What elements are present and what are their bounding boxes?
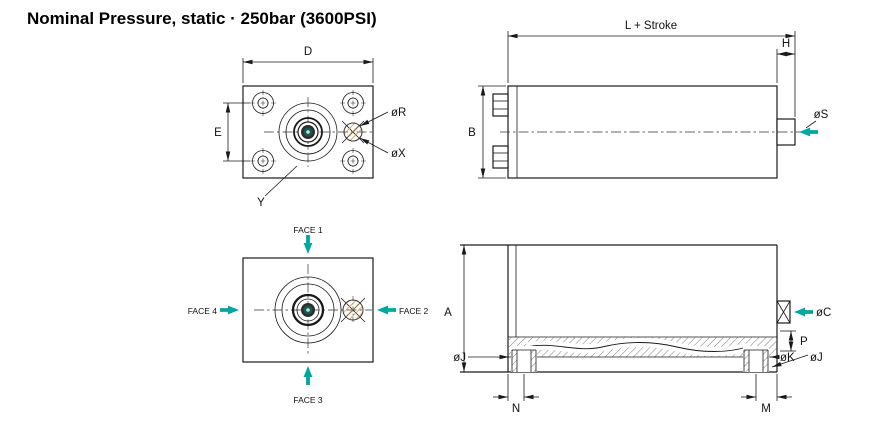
bolt-hole xyxy=(340,148,366,174)
dim-label-or: øR xyxy=(391,107,406,119)
dimension-l-stroke: L + Stroke xyxy=(507,20,796,117)
dim-label-p: P xyxy=(800,336,808,348)
bottom-port-left xyxy=(511,346,537,372)
face-3-callout: FACE 3 xyxy=(293,366,323,405)
dimension-h: H xyxy=(776,38,795,83)
leader-oj-right: øJ xyxy=(771,352,823,368)
leader-ok: øK xyxy=(770,352,795,364)
dim-label-m: M xyxy=(761,403,771,415)
dim-label-d: D xyxy=(304,46,312,58)
face-orientation-view: FACE 1 FACE 2 FACE 3 FACE 4 xyxy=(188,225,429,405)
face-3-arrow xyxy=(303,366,313,385)
side-port-oc xyxy=(776,300,791,324)
dim-label-ok: øK xyxy=(780,352,795,364)
face-4-label: FACE 4 xyxy=(188,306,218,316)
side-view-top: L + Stroke H B øS xyxy=(468,20,829,179)
face-3-label: FACE 3 xyxy=(293,395,323,405)
dim-label-os: øS xyxy=(814,109,829,121)
piston-bore xyxy=(278,102,338,162)
face-1-label: FACE 1 xyxy=(293,225,323,235)
dim-label-ox: øX xyxy=(391,148,406,160)
leader-ox: øX xyxy=(359,137,406,160)
dim-label-oj-right: øJ xyxy=(810,352,823,364)
leader-oj-left: øJ xyxy=(453,352,509,364)
dim-label-b: B xyxy=(468,127,476,139)
face-1-arrow xyxy=(303,235,313,254)
bottom-port-right xyxy=(743,346,769,372)
section-view: A øC P øJ øK xyxy=(444,244,831,415)
dim-label-h: H xyxy=(782,38,790,50)
dimension-n: N xyxy=(493,374,539,415)
rod-arrow xyxy=(799,127,818,137)
port-bushing xyxy=(340,296,366,324)
dim-label-oj-left: øJ xyxy=(453,352,466,364)
dim-label-l-stroke: L + Stroke xyxy=(625,20,677,32)
dim-label-e: E xyxy=(214,127,222,139)
piston-bore xyxy=(274,276,342,344)
bolt-hole xyxy=(250,90,276,116)
port-arrow xyxy=(794,307,813,317)
mounting-stud xyxy=(492,145,509,169)
bolt-hole xyxy=(250,148,276,174)
face-4-arrow xyxy=(220,305,239,315)
dimension-b: B xyxy=(468,85,506,179)
face-1-callout: FACE 1 xyxy=(293,225,323,254)
face-2-callout: FACE 2 xyxy=(377,305,429,316)
face-4-callout: FACE 4 xyxy=(188,305,239,316)
leader-or: øR xyxy=(359,107,406,127)
callout-oc: øC xyxy=(794,307,831,319)
dim-label-a: A xyxy=(444,307,452,319)
dimension-e: E xyxy=(214,102,250,162)
front-view-top: D E øR øX Y xyxy=(214,46,406,209)
dimension-a: A xyxy=(444,245,467,372)
bolt-hole xyxy=(340,90,366,116)
dimension-d: D xyxy=(242,46,374,83)
dimension-m: M xyxy=(741,374,792,415)
dim-label-n: N xyxy=(512,403,520,415)
callout-os: øS xyxy=(799,109,829,137)
dim-label-oc: øC xyxy=(816,307,831,319)
leader-y: Y xyxy=(257,165,298,209)
mounting-stud xyxy=(492,93,509,117)
section-hatch-band xyxy=(508,336,777,358)
page-title: Nominal Pressure, static · 250bar (3600P… xyxy=(27,9,377,28)
face-2-label: FACE 2 xyxy=(399,306,429,316)
face-2-arrow xyxy=(377,305,396,315)
dimension-p: P xyxy=(780,330,808,352)
dim-label-y: Y xyxy=(257,197,265,209)
break-line xyxy=(526,342,748,352)
port-bushing xyxy=(341,120,365,144)
